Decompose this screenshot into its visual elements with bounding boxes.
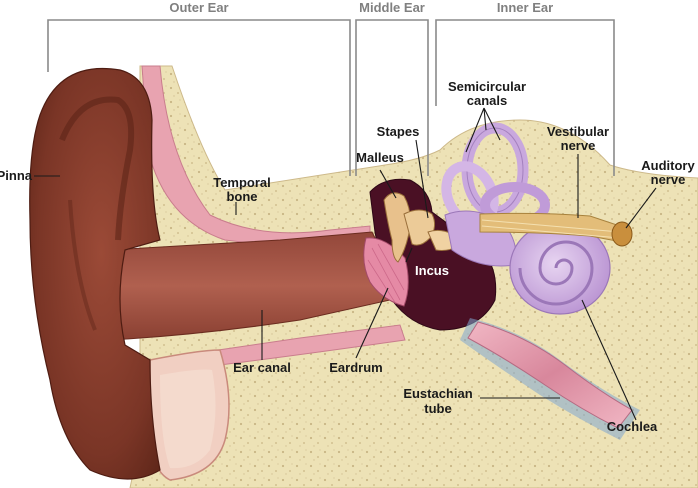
label-auditory-line1: Auditory	[641, 158, 695, 173]
label-auditory-line2: nerve	[651, 172, 686, 187]
label-pinna: Pinna	[0, 168, 33, 183]
pinna	[29, 67, 161, 480]
label-eustachian-line2: tube	[424, 401, 451, 416]
section-label-middle: Middle Ear	[359, 0, 425, 15]
label-cochlea: Cochlea	[607, 419, 658, 434]
label-ear-canal: Ear canal	[233, 360, 291, 375]
nerve-bundle	[479, 212, 633, 247]
label-vestibular-line2: nerve	[561, 138, 596, 153]
label-eardrum: Eardrum	[329, 360, 382, 375]
cochlea	[509, 221, 611, 315]
leader-lines	[34, 107, 657, 421]
section-label-inner: Inner Ear	[497, 0, 553, 15]
label-vestibular-line1: Vestibular	[547, 124, 609, 139]
section-label-outer: Outer Ear	[169, 0, 228, 15]
label-temporal-bone-line1: Temporal	[213, 175, 271, 190]
section-brackets	[47, 19, 615, 176]
label-semicircular-line2: canals	[467, 93, 507, 108]
label-stapes: Stapes	[377, 124, 420, 139]
lower-lobe-tissue	[149, 349, 230, 481]
label-temporal-bone-line2: bone	[226, 189, 257, 204]
eustachian-tube	[460, 318, 640, 440]
label-eustachian-line1: Eustachian	[403, 386, 472, 401]
ossicles	[383, 192, 459, 263]
label-malleus: Malleus	[356, 150, 404, 165]
label-semicircular-line1: Semicircular	[448, 79, 526, 94]
label-incus: Incus	[415, 263, 449, 278]
